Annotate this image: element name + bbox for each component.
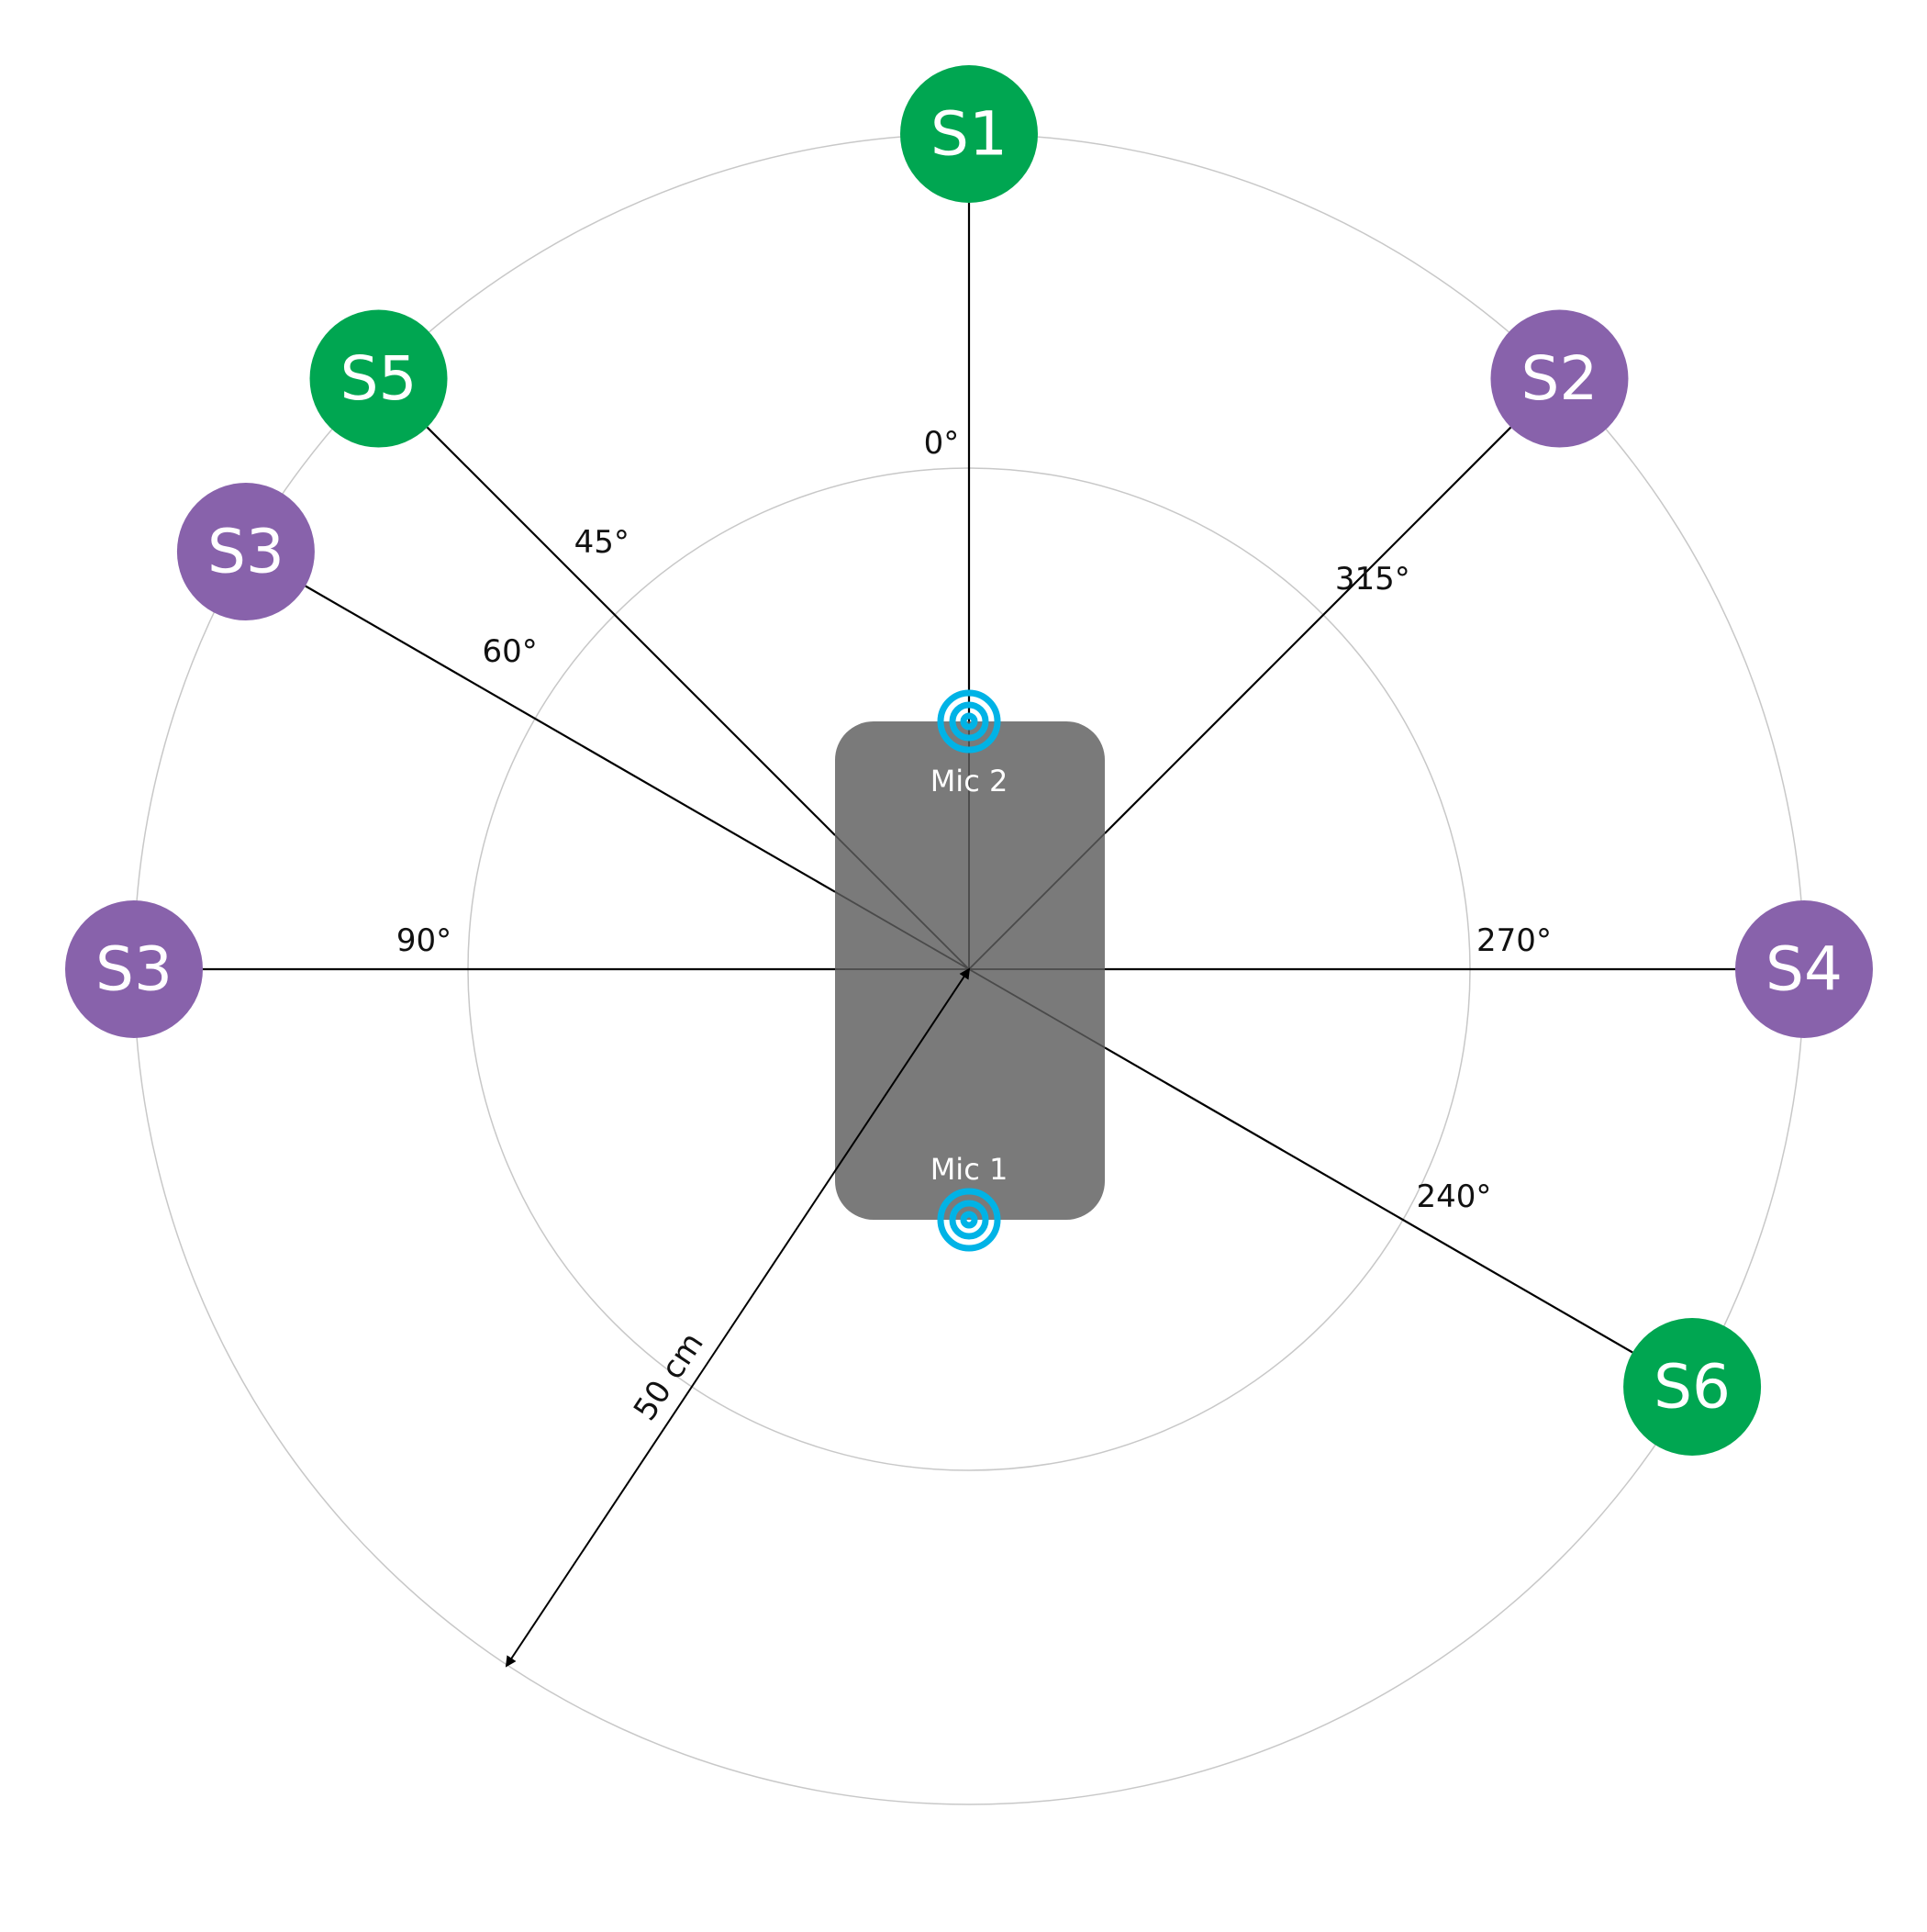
angle-label-a240: 240°: [1416, 1178, 1491, 1215]
speaker-s4-label: S4: [1765, 934, 1843, 1005]
speaker-s3a-label: S3: [207, 517, 284, 587]
speaker-s2-circle: [1490, 309, 1629, 448]
speaker-s1: S1: [900, 65, 1038, 203]
speaker-s2-label: S2: [1521, 343, 1598, 414]
speaker-s3a-circle: [176, 483, 315, 620]
radius-arrow: [505, 967, 971, 1668]
speaker-s3b-circle: [65, 900, 203, 1038]
angle-label-a45: 45°: [574, 524, 629, 561]
ray-s5: [426, 426, 836, 836]
device-inner-rays: [834, 721, 1106, 1049]
inner-ray-s3a: [834, 890, 970, 970]
speaker-s6-label: S6: [1654, 1352, 1731, 1423]
speaker-s2: S2: [1490, 309, 1629, 448]
angle-label-a0: 0°: [924, 425, 960, 462]
ray-s6: [1104, 1046, 1633, 1354]
inner-ray-s6: [968, 968, 1106, 1049]
speaker-s1-circle: [900, 65, 1038, 203]
mic-2-icon: [937, 689, 1001, 754]
angle-labels: 0° 45° 60° 90° 270° 315° 240°: [396, 425, 1552, 1215]
inner-ray-s5: [834, 834, 970, 970]
speaker-s5: S5: [309, 309, 448, 448]
speaker-s6-circle: [1623, 1318, 1762, 1456]
speaker-s3b: S3: [65, 900, 203, 1038]
speaker-s1-label: S1: [930, 99, 1008, 170]
ray-s3a: [305, 585, 836, 893]
speaker-s4: S4: [1735, 900, 1873, 1038]
radius-dimension: 50 cm: [505, 967, 971, 1668]
ray-s2: [1104, 426, 1512, 834]
angle-label-a315: 315°: [1335, 561, 1410, 597]
direction-rays: [203, 203, 1735, 1354]
speaker-s4-circle: [1735, 900, 1873, 1038]
inner-ray-s2: [968, 832, 1106, 970]
mic-2: Mic 2: [930, 689, 1008, 798]
mic-2-label: Mic 2: [930, 764, 1008, 798]
mic-1-label: Mic 1: [930, 1152, 1008, 1187]
speaker-s3b-label: S3: [95, 934, 173, 1005]
speaker-s3a: S3: [176, 483, 315, 620]
speaker-s5-circle: [309, 309, 448, 448]
angle-label-a60: 60°: [482, 633, 537, 670]
angle-label-a90: 90°: [396, 922, 451, 959]
speaker-s6: S6: [1623, 1318, 1762, 1456]
speaker-s5-label: S5: [340, 343, 418, 414]
angle-label-a270: 270°: [1476, 922, 1552, 959]
